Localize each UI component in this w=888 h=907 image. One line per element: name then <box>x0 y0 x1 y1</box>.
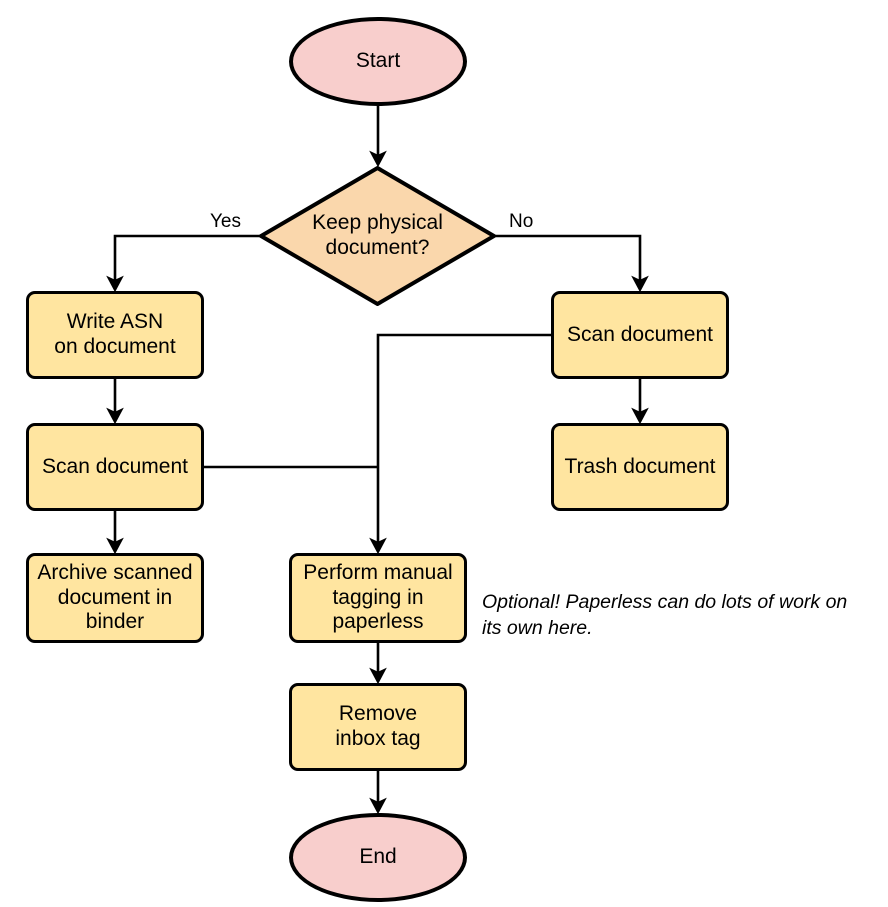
node-archive[interactable]: Archive scanned document in binder <box>26 553 204 643</box>
edge-decision-to-writeasn <box>106 234 259 293</box>
edge-scanright-to-tagging <box>369 333 551 555</box>
edge-paths <box>106 106 649 815</box>
node-end-label: End <box>359 845 397 869</box>
node-scanright-label: Scan document <box>567 322 713 346</box>
node-start[interactable]: Start <box>289 17 467 106</box>
node-tagging[interactable]: Perform manual tagging in paperless <box>289 553 467 643</box>
edge-label-no: No <box>509 211 534 232</box>
node-removetag-label: Remove inbox tag <box>335 702 421 750</box>
node-writeasn[interactable]: Write ASN on document <box>26 291 204 379</box>
node-scanright[interactable]: Scan document <box>551 291 729 379</box>
node-start-label: Start <box>355 49 401 73</box>
annotation-optional-note: Optional! Paperless can do lots of work … <box>482 591 848 640</box>
node-trash[interactable]: Trash document <box>551 423 729 511</box>
node-writeasn-label: Write ASN on document <box>54 310 176 358</box>
node-tagging-label: Perform manual tagging in paperless <box>303 560 453 634</box>
decision-diamond-shape <box>259 166 496 306</box>
node-removetag[interactable]: Remove inbox tag <box>289 683 467 771</box>
node-archive-label: Archive scanned document in binder <box>37 560 193 634</box>
node-scanleft-label: Scan document <box>42 454 188 478</box>
node-decision[interactable]: Keep physical document? <box>259 166 496 306</box>
node-scanleft[interactable]: Scan document <box>26 423 204 511</box>
edge-label-yes: Yes <box>210 211 241 232</box>
edge-decision-to-scanright <box>496 234 649 293</box>
node-trash-label: Trash document <box>564 454 716 478</box>
node-end[interactable]: End <box>289 813 467 902</box>
